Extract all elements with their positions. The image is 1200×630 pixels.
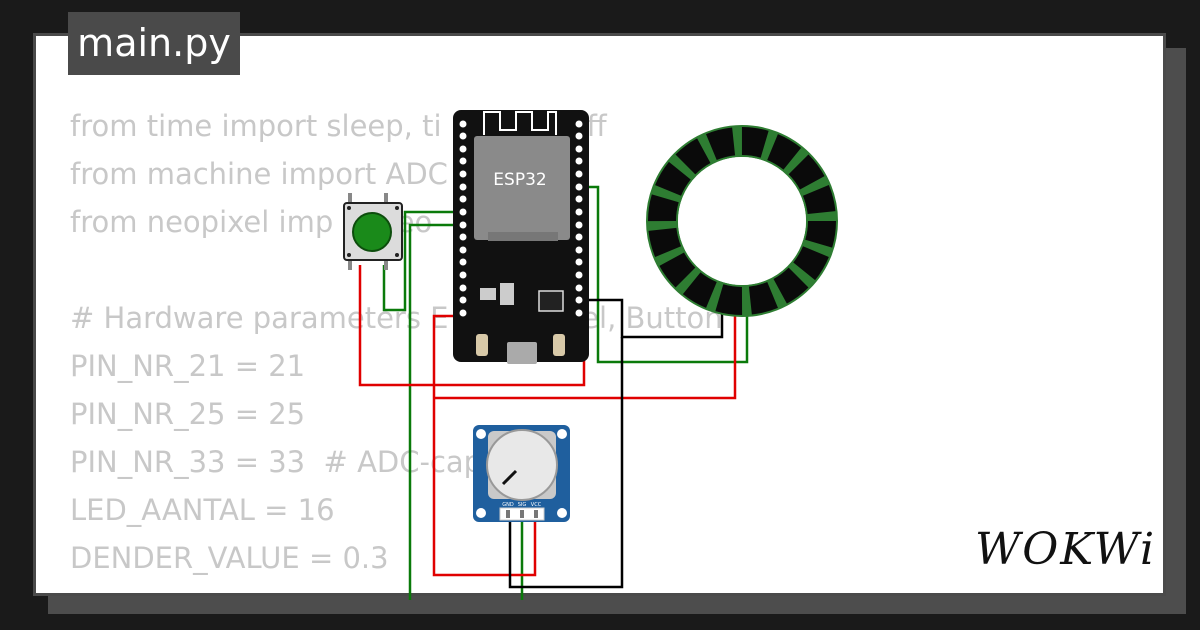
push-button [343, 193, 403, 270]
wire-green-button [382, 210, 462, 312]
pot-pin-vcc: VCC [531, 502, 542, 508]
code-line: LED_AANTAL = 16 [70, 493, 335, 527]
wire-green-neopixel [586, 185, 749, 364]
wire-green-pot-sig [408, 223, 462, 600]
wire-black-pot [508, 337, 624, 589]
code-line: DENDER_VALUE = 0.3 [70, 541, 389, 575]
esp32-board: ESP32 [453, 110, 589, 364]
wire-red-neopixel [434, 300, 737, 400]
code-line: PIN_NR_33 = 33 # ADC-cap [70, 445, 483, 479]
code-line: PIN_NR_21 = 21 [70, 349, 306, 383]
pot-pin-sig: SIG [518, 502, 527, 508]
neopixel-ring [646, 125, 838, 317]
esp32-label: ESP32 [493, 170, 546, 190]
code-line: from machine import ADC [70, 157, 448, 191]
wires [358, 185, 749, 600]
pot-pin-gnd: GND [502, 502, 514, 508]
wokwi-logo: WOKWi [975, 524, 1157, 575]
potentiometer: GND SIG VCC [473, 425, 570, 522]
code-line: PIN_NR_25 = 25 [70, 397, 306, 431]
file-tab[interactable]: main.py [68, 12, 240, 75]
wire-red-pot [432, 314, 537, 577]
